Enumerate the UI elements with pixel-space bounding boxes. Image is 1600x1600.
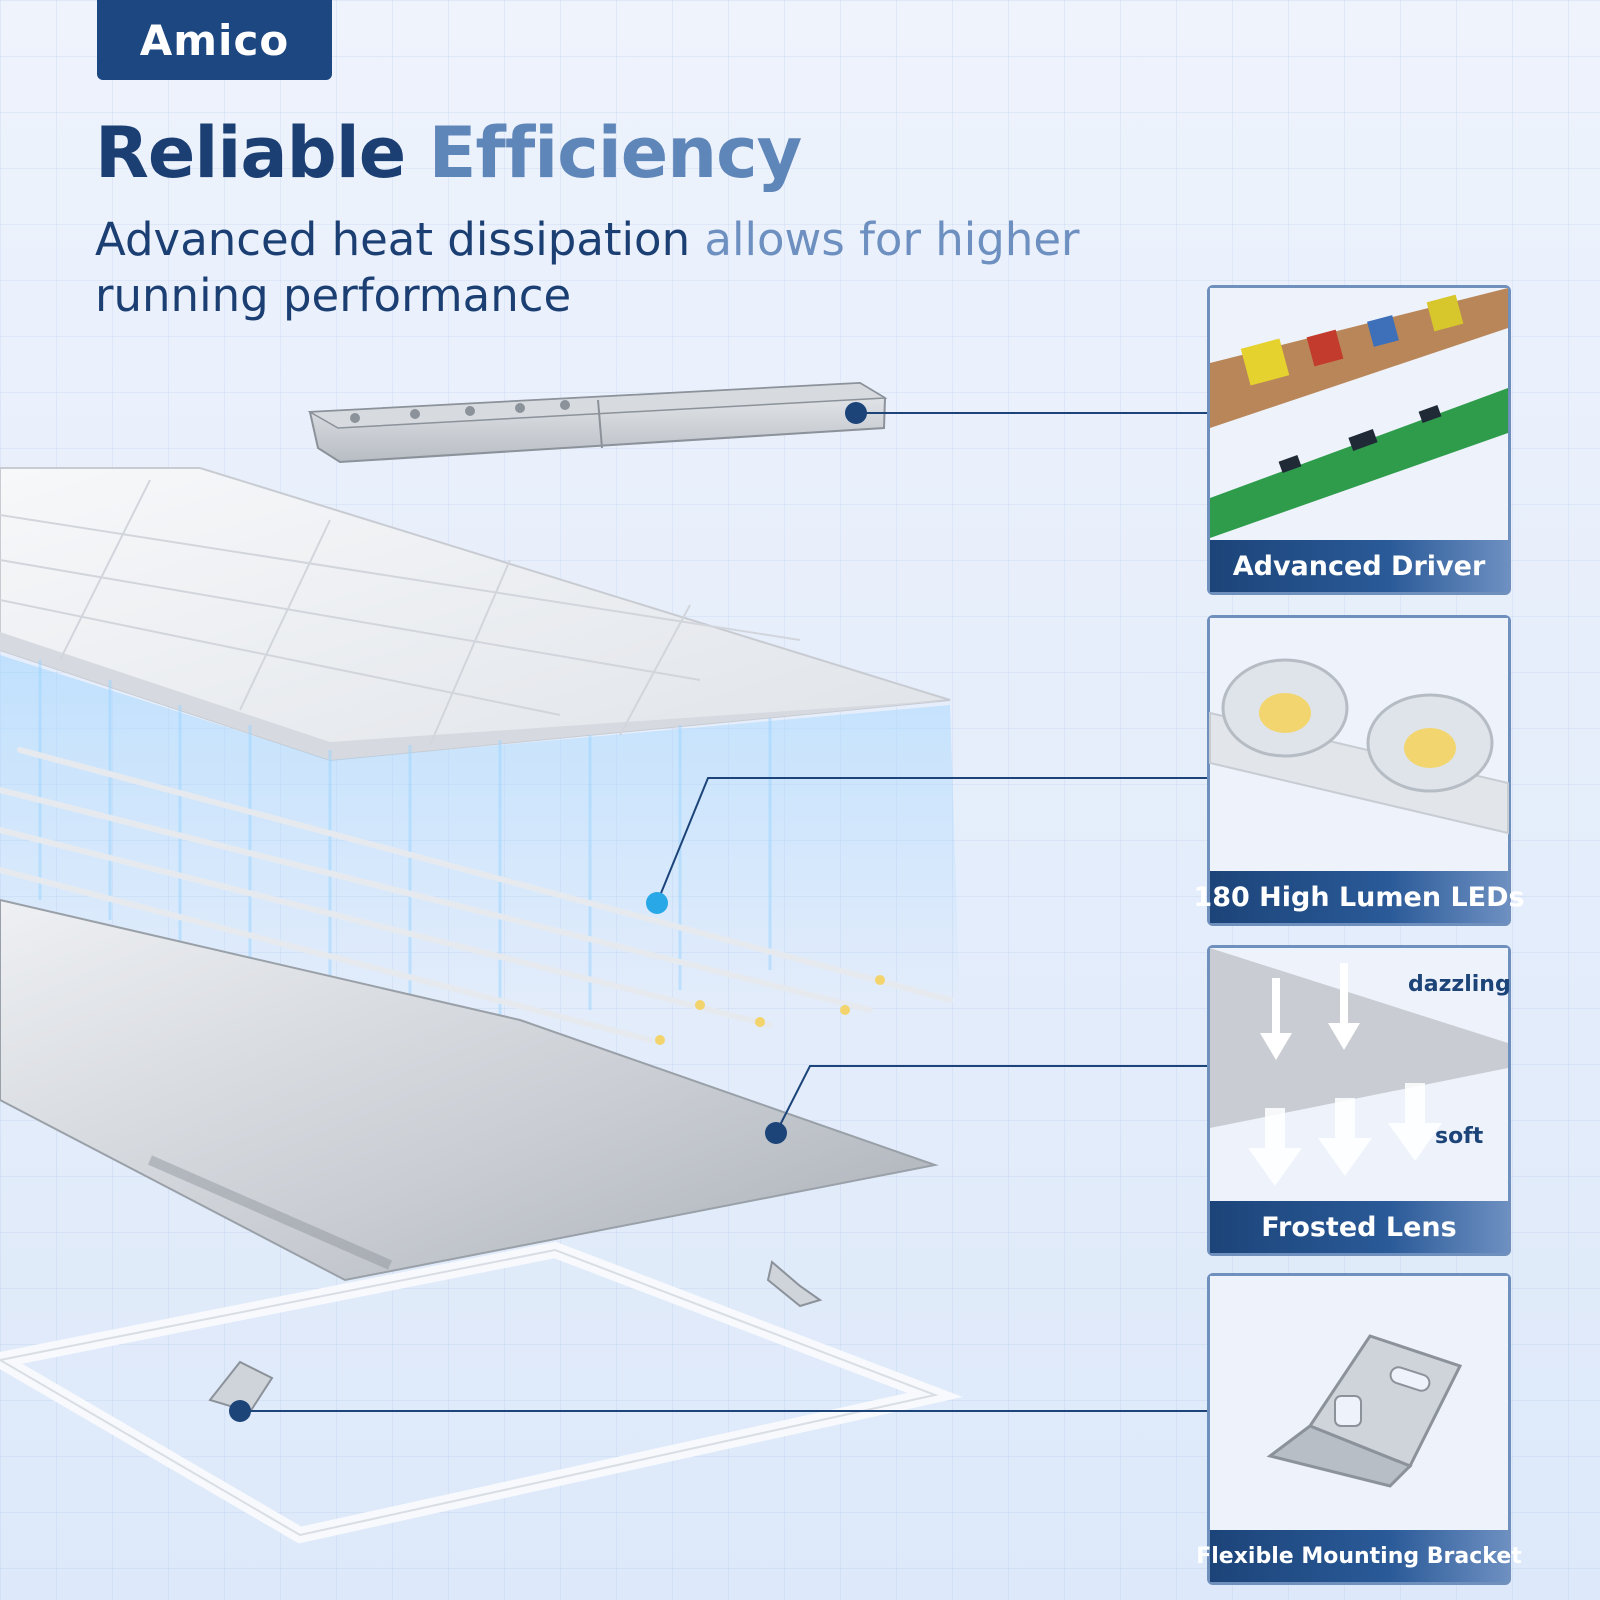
callout-card-leds: 180 High Lumen LEDs [1193,615,1525,926]
lens-annotation-soft: soft [1435,1124,1484,1149]
lens-connector-dot [765,1122,787,1144]
driver-board-image [1210,288,1508,540]
subtitle-part-2: allows for higher [704,213,1080,266]
frosted-lens-sheet [0,898,939,1282]
driver-connector-dot [845,402,867,424]
brand-logo: Amico [97,0,332,80]
page-title: Reliable Efficiency [95,112,803,194]
title-part-1: Reliable [95,112,406,194]
driver-box [307,381,888,464]
mounting-bracket-image [1210,1276,1508,1530]
callout-card-mounting-bracket: Flexible Mounting Bracket [1196,1273,1522,1585]
callout-label-frosted-lens: Frosted Lens [1210,1201,1508,1253]
callout-card-frosted-lens: dazzling soft Frosted Lens [1207,945,1511,1256]
led-chip-image [1209,618,1509,871]
mounting-clip-illustration [208,1260,823,1414]
callout-card-advanced-driver: Advanced Driver [1207,285,1511,595]
frosted-lens-diagram [1210,948,1508,1201]
page-subtitle: Advanced heat dissipation allows for hig… [95,212,1155,324]
led-connector-dot [646,892,668,914]
subtitle-part-3: running performance [95,269,572,322]
callout-connectors [240,412,1207,1412]
title-part-2: Efficiency [428,112,803,194]
subtitle-part-1: Advanced heat dissipation [95,213,691,266]
callout-label-leds: 180 High Lumen LEDs [1193,871,1525,923]
brand-logo-text: Amico [139,15,290,65]
bracket-connector-dot [229,1400,251,1422]
callout-label-mounting-bracket: Flexible Mounting Bracket [1196,1530,1522,1582]
panel-back-housing [0,467,951,762]
lens-annotation-dazzling: dazzling [1408,972,1511,997]
panel-frame [0,1241,963,1544]
callout-label-advanced-driver: Advanced Driver [1210,540,1508,592]
